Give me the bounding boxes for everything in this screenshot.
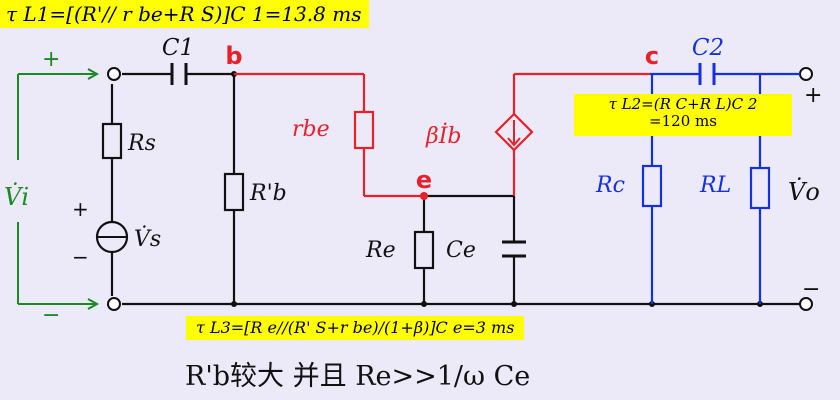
ground-dot-2 [421,301,427,307]
transistor-model [234,72,650,198]
caption: R'b较大 并且 Re>>1/ω Ce [185,361,531,392]
re-label: Re [365,238,396,263]
tau-l2-line2: =120 ms [649,112,717,130]
tau-l2-line1: τ L2=(R C+R L)C 2 [608,95,758,113]
input-port-arrows [17,68,100,310]
c1-capacitor [170,63,188,85]
rc-label: Rc [595,173,625,198]
rs-label: Rs [127,131,156,156]
rl-resistor [749,166,771,210]
node-e-label: e [416,166,432,194]
vi-minus: − [42,303,60,328]
tau-l2-formula: τ L2=(R C+R L)C 2 =120 ms [574,94,792,136]
node-c-label: c [645,42,659,70]
ce-label: Ce [446,238,476,263]
vs-label: V̇s [134,226,161,252]
terminals [107,67,813,311]
node-b-label: b [225,42,242,70]
ce-capacitor [502,240,526,258]
current-source [494,112,534,152]
vo-plus: + [804,83,822,108]
node-e-dot [420,192,428,200]
c2-label: C2 [692,35,724,61]
vo-label: V̇o [788,178,820,206]
vo-minus: − [802,277,820,302]
rb-resistor [223,172,245,212]
vi-label: V̇i [4,183,29,211]
ground-dot-1 [231,301,237,307]
terminal-in-bottom[interactable] [107,297,121,311]
rbe-resistor [353,110,375,150]
vi-plus: + [42,47,60,72]
terminal-out-bottom[interactable] [799,297,813,311]
rb-label: R'b [249,181,287,206]
rc-resistor [641,164,663,208]
tau-l1-formula: τ L1=[(R'// r be+R S)]C 1=13.8 ms [0,0,370,28]
rl-label: RL [699,173,731,198]
tau-l3-formula: τ L3=[R e//(R' S+r be)/(1+β)]C e=3 ms [186,316,525,340]
source-label: βİb [425,122,462,149]
ground-dot-3 [511,301,517,307]
re-resistor [413,230,435,270]
vs-plus: + [72,197,89,221]
vs-minus: − [72,245,89,269]
rbe-label: rbe [292,117,330,142]
current-source-arrow [507,120,521,147]
terminal-in-top[interactable] [107,67,121,81]
output-network [650,72,800,304]
c1-label: C1 [162,35,194,61]
rs-resistor [101,122,123,160]
terminal-out-top[interactable] [799,67,813,81]
c2-capacitor [698,63,716,85]
